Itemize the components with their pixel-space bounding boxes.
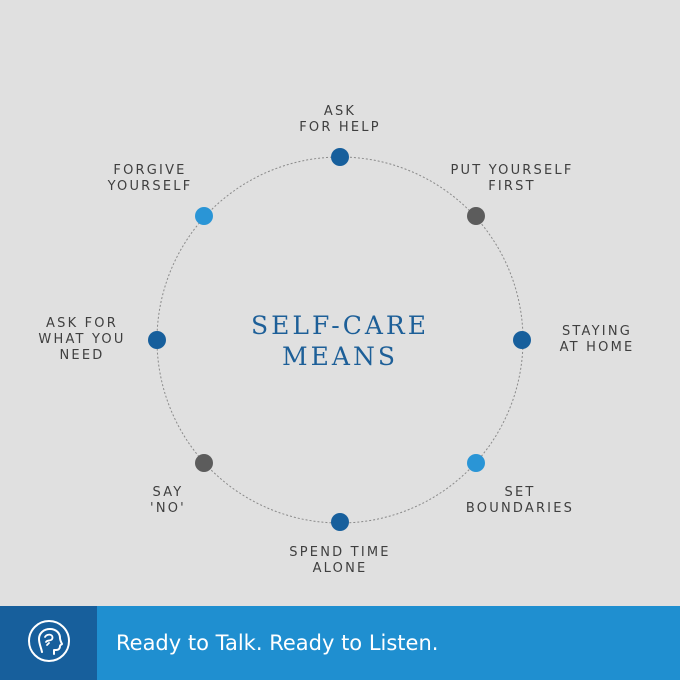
node-label-say-no: SAY 'NO': [150, 485, 186, 517]
node-dot-ask-for-what-you-need: [148, 331, 166, 349]
node-label-line: FORGIVE: [113, 163, 187, 178]
node-label-line: AT HOME: [559, 340, 635, 355]
node-label-line: STAYING: [561, 324, 633, 339]
node-dot-forgive-yourself: [195, 207, 213, 225]
node-dot-set-boundaries: [467, 454, 485, 472]
node-dot-say-no: [195, 454, 213, 472]
node-label-line: ASK: [323, 104, 357, 119]
node-label-line: YOURSELF: [107, 179, 193, 194]
node-label-staying-at-home: STAYING AT HOME: [560, 324, 635, 356]
node-label-ask-for-what-you-need: ASK FOR WHAT YOU NEED: [38, 316, 125, 364]
node-dot-ask-for-help: [331, 148, 349, 166]
node-label-line: 'NO': [150, 501, 186, 516]
node-label-forgive-yourself: FORGIVE YOURSELF: [108, 163, 193, 195]
node-label-ask-for-help: ASK FOR HELP: [299, 104, 381, 136]
node-label-line: BOUNDARIES: [465, 501, 575, 516]
node-label-line: WHAT YOU: [38, 332, 126, 347]
node-label-line: SAY: [152, 485, 184, 500]
title-line: MEANS: [282, 342, 398, 371]
node-label-line: ALONE: [312, 561, 368, 576]
node-label-line: SPEND TIME: [289, 545, 391, 560]
footer-banner: Ready to Talk. Ready to Listen.: [0, 606, 680, 680]
node-label-line: PUT YOURSELF: [450, 163, 574, 178]
node-label-line: FIRST: [488, 179, 536, 194]
node-label-put-yourself-first: PUT YOURSELF FIRST: [450, 163, 573, 195]
node-label-set-boundaries: SET BOUNDARIES: [466, 485, 574, 517]
node-label-line: SET: [504, 485, 536, 500]
node-label-spend-time-alone: SPEND TIME ALONE: [289, 545, 390, 577]
node-label-line: NEED: [59, 348, 105, 363]
node-label-line: ASK FOR: [46, 316, 118, 331]
node-dot-put-yourself-first: [467, 207, 485, 225]
node-dot-staying-at-home: [513, 331, 531, 349]
head-profile-icon: [27, 619, 71, 667]
diagram-title: SELF-CARE MEANS: [251, 310, 429, 372]
footer-logo-box: [0, 606, 97, 680]
footer-tagline: Ready to Talk. Ready to Listen.: [116, 631, 439, 655]
node-label-line: FOR HELP: [299, 120, 381, 135]
title-line: SELF-CARE: [251, 311, 429, 340]
diagram-canvas: SELF-CARE MEANS ASK FOR HELP PUT YOURSEL…: [38, 104, 635, 577]
node-dot-spend-time-alone: [331, 513, 349, 531]
